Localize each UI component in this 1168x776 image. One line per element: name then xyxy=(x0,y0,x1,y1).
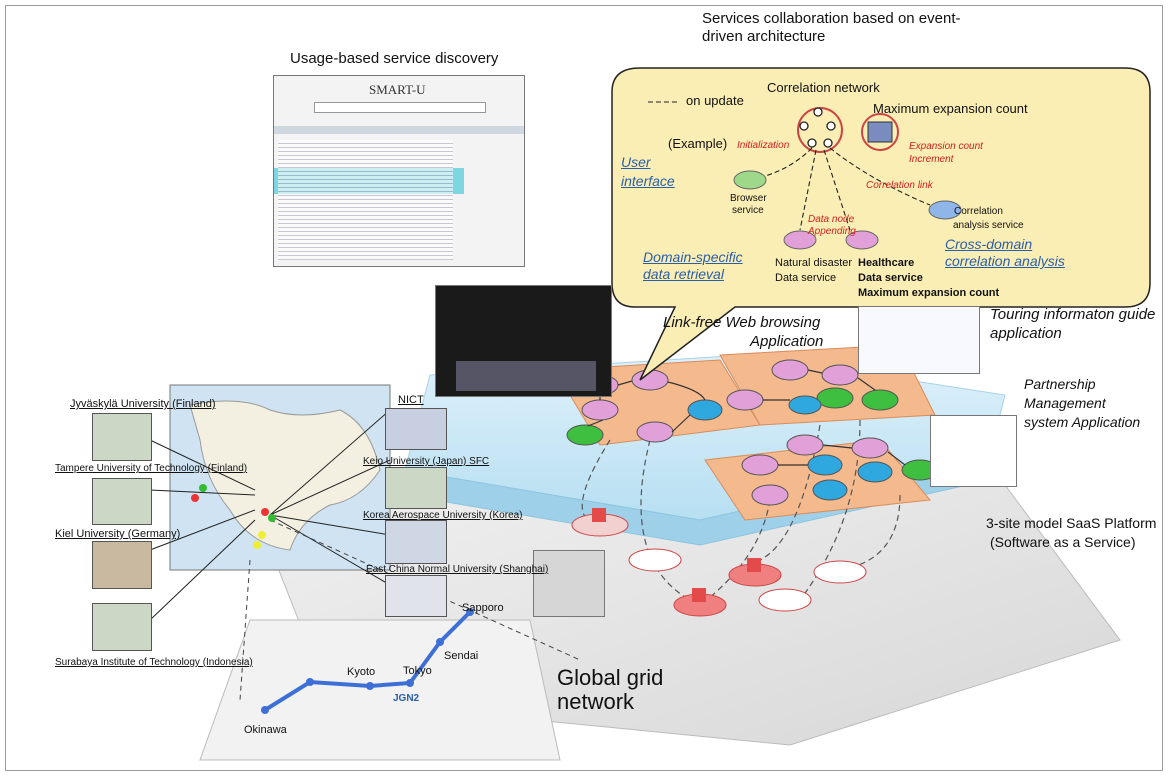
natural-disaster-node xyxy=(783,230,817,250)
korea-label: Korea Aerospace University (Korea) xyxy=(363,510,523,521)
user-interface-link[interactable]: User xyxy=(621,154,651,170)
correlation-link-label: Correlation link xyxy=(866,180,933,191)
tampere-label: Tampere University of Technology (Finlan… xyxy=(55,463,248,474)
healthcare-label-1: Healthcare xyxy=(858,257,915,269)
outer-frame xyxy=(5,5,1163,771)
kiel-photo xyxy=(92,541,152,589)
speech-bubble xyxy=(611,67,1151,381)
touring-label-1: Touring informaton guide xyxy=(990,306,1156,323)
link-free-label-2: Application xyxy=(750,333,824,350)
saas-label-2: (Software as a Service) xyxy=(990,534,1136,550)
jgn-map xyxy=(199,619,561,761)
cross-domain-link[interactable]: Cross-domain xyxy=(945,236,1033,252)
correlation-graph xyxy=(797,107,899,153)
map-pins xyxy=(191,484,276,549)
jyvaskyla-photo xyxy=(92,413,152,461)
grid-dashed-link xyxy=(269,519,581,661)
city-sapporo: Sapporo xyxy=(462,602,504,614)
map-landmass xyxy=(189,400,381,551)
expansion-count-label: Expansion count xyxy=(909,141,983,152)
heading-collaboration-1: Services collaboration based on event- xyxy=(702,10,961,27)
surabaya-label: Surabaya Institute of Technology (Indone… xyxy=(55,657,253,668)
cross-domain-link-2[interactable]: correlation analysis xyxy=(945,253,1065,269)
global-grid-label-2: network xyxy=(557,689,635,714)
partnership-app-screenshot xyxy=(930,415,1017,487)
keio-label: Keio University (Japan) SFC xyxy=(363,456,490,467)
partnership-label-2: Management xyxy=(1024,395,1106,411)
browser-service-node xyxy=(733,170,767,190)
healthcare-label-3: Maximum expansion count xyxy=(858,287,1000,299)
touring-app-screenshot xyxy=(858,306,980,374)
jgn-route xyxy=(263,610,472,712)
correlation-service-node xyxy=(928,200,962,220)
keio-photo xyxy=(385,467,447,509)
jgn-route-nodes xyxy=(261,608,474,714)
surabaya-photo xyxy=(92,603,152,651)
appending-label: Appending xyxy=(808,226,856,237)
natural-disaster-label-1: Natural disaster xyxy=(775,257,853,269)
healthcare-label-2: Data service xyxy=(858,272,923,284)
touring-label-2: application xyxy=(990,325,1062,342)
smart-u-title: SMART-U xyxy=(369,82,426,97)
browser-service-label-2: service xyxy=(732,205,764,216)
correlation-service-label-1: Correlation xyxy=(954,206,1003,217)
smart-u-screenshot: SMART-U xyxy=(273,75,525,267)
city-okinawa: Okinawa xyxy=(244,724,287,736)
user-interface-link-2[interactable]: interface xyxy=(621,173,675,189)
link-free-label-1: Link-free Web browsing xyxy=(663,314,821,331)
grid-servers xyxy=(571,508,867,617)
expansion-counter xyxy=(867,121,893,143)
correlation-network-label: Correlation network xyxy=(767,80,880,95)
nict-label: NICT xyxy=(398,394,424,406)
max-expansion-label: Maximum expansion count xyxy=(873,101,1028,116)
ecnu-label: East China Normal University (Shanghai) xyxy=(366,564,549,575)
browser-service-label-1: Browser xyxy=(730,193,767,204)
korea-photo xyxy=(385,520,447,564)
tampere-photo xyxy=(92,478,152,525)
on-update-label: on update xyxy=(686,93,744,108)
ecnu-photo xyxy=(385,575,447,617)
increment-label: Increment xyxy=(909,154,954,165)
link-free-browser-screenshot xyxy=(435,285,612,397)
healthcare-node xyxy=(845,230,879,250)
domain-specific-link-2[interactable]: data retrieval xyxy=(643,266,724,282)
heading-service-discovery: Usage-based service discovery xyxy=(290,50,499,67)
heading-collaboration-2: driven architecture xyxy=(702,28,826,45)
natural-disaster-label-2: Data service xyxy=(775,272,837,284)
data-node-label: Data node xyxy=(808,214,855,225)
example-label: (Example) xyxy=(668,136,728,151)
university-links xyxy=(149,409,391,621)
data-center-photo xyxy=(533,550,605,617)
partnership-label-3: system Application xyxy=(1024,414,1141,430)
city-kyoto: Kyoto xyxy=(347,666,376,678)
city-sendai: Sendai xyxy=(444,650,479,662)
global-grid-label-1: Global grid xyxy=(557,665,664,690)
saas-label-1: 3-site model SaaS Platform xyxy=(986,515,1157,531)
partnership-label-1: Partnership xyxy=(1024,376,1096,392)
jgn2-logo: JGN2 xyxy=(393,693,420,704)
smart-u-results-bar xyxy=(274,126,524,134)
smart-u-search-box xyxy=(314,102,486,113)
domain-specific-link[interactable]: Domain-specific xyxy=(643,249,743,265)
city-tokyo: Tokyo xyxy=(403,665,432,677)
smart-u-lines xyxy=(278,140,453,260)
correlation-service-label-2: analysis service xyxy=(953,220,1024,231)
browser-thumb-row xyxy=(456,361,596,391)
jyvaskyla-label: Jyväskylä University (Finland) xyxy=(70,398,216,410)
nict-photo xyxy=(385,408,447,450)
service-edges xyxy=(587,369,906,466)
initialization-label: Initialization xyxy=(737,140,790,151)
kiel-label: Kiel University (Germany) xyxy=(55,528,181,540)
